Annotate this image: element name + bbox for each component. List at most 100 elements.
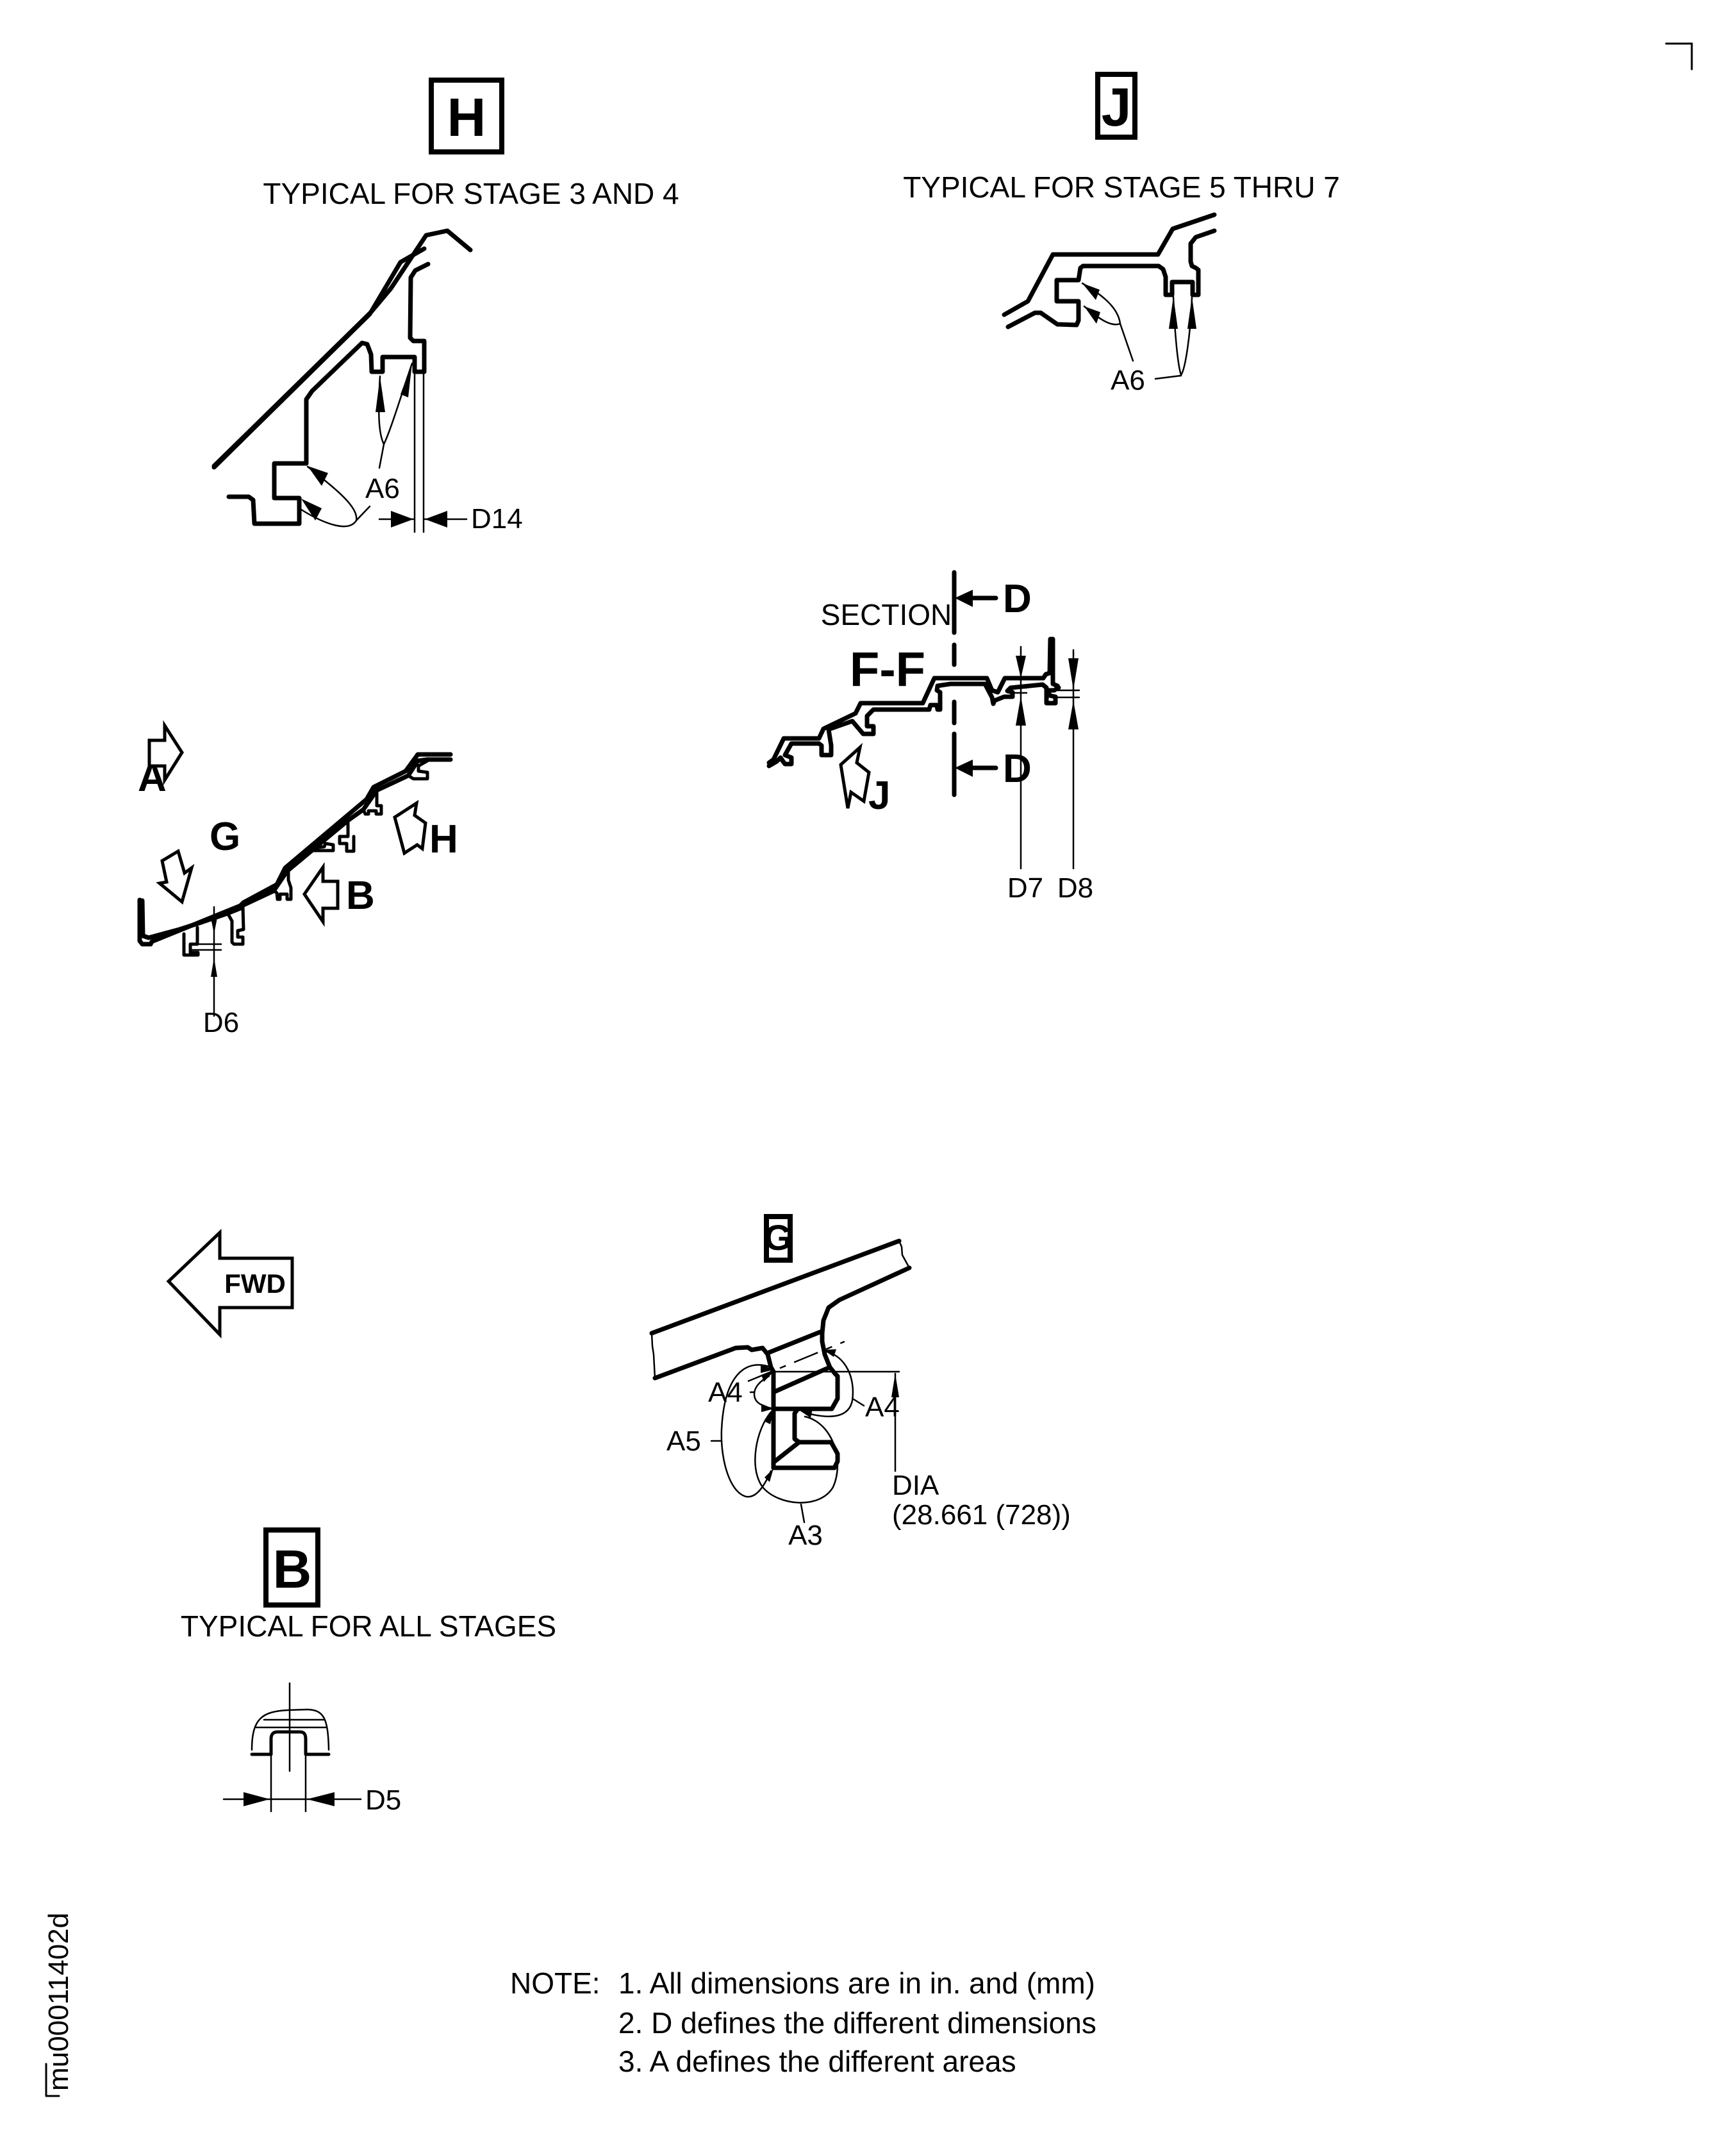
view-arrow-j: [839, 743, 871, 809]
dim-d7-arrow-bottom: [1016, 696, 1026, 726]
detail-h-inner-profile: [226, 262, 431, 526]
detail-g-box: [764, 1214, 793, 1263]
detail-b-caption: TYPICAL FOR ALL STAGES: [181, 1609, 556, 1643]
detail-g-dia-arrow: [891, 1374, 899, 1397]
section-left-outer-line: [137, 752, 453, 947]
detail-g-a4-right-tail: [852, 1398, 865, 1407]
detail-j-a6-leader-tail: [1154, 374, 1182, 380]
view-arrow-a: [147, 720, 184, 786]
section-left-hook-tip: [138, 898, 144, 902]
cut-arrow-bottom-head: [955, 760, 973, 777]
section-stage3-lug-a: [310, 842, 335, 852]
detail-j-caption: TYPICAL FOR STAGE 5 THRU 7: [903, 170, 1340, 204]
detail-g-letter: G: [764, 1217, 792, 1258]
detail-j-inner-profile: [1005, 228, 1217, 329]
detail-g-a4-right-arrow-1: [823, 1349, 836, 1357]
cut-label-top: D: [1003, 577, 1032, 621]
section-right-inner-line: [766, 681, 1061, 769]
detail-g-break-left: [650, 1332, 656, 1379]
detail-g-a4-left-arrow-2: [761, 1404, 773, 1412]
detail-h-dim-label: D14: [471, 503, 523, 535]
detail-g-a5-arrow-2: [765, 1468, 773, 1482]
detail-h-a6-arrow-1: [376, 377, 385, 412]
detail-g-a5-arrow-1: [761, 1364, 773, 1373]
detail-h-caption: TYPICAL FOR STAGE 3 AND 4: [263, 177, 679, 210]
detail-j-a6-arrow-3: [1169, 297, 1178, 329]
detail-b-seal-outline: [251, 1708, 330, 1751]
detail-j-a6-leader-left-tail: [1119, 322, 1134, 362]
detail-g-lower-tooth-chamfer: [772, 1440, 802, 1464]
detail-h: H TYPICAL FOR STAGE 3 AND 4: [211, 78, 679, 469]
fwd-arrow-outline: [166, 1229, 294, 1339]
notes-prefix: NOTE:: [510, 1967, 600, 2000]
detail-b-dim-arrow-left: [244, 1792, 270, 1806]
detail-g-break-right: [898, 1240, 911, 1269]
section-stage3-lug-b: [338, 819, 356, 853]
section-right-outer-line: [766, 636, 1061, 765]
section-stage1-lug-right: [227, 905, 245, 946]
detail-j-a6-arrow-4: [1187, 297, 1196, 329]
section-stage1-lug: [182, 926, 200, 957]
detail-b: B TYPICAL FOR ALL STAGES D5: [181, 1527, 556, 1816]
detail-j-a6-leader-right: [1172, 295, 1193, 377]
detail-g-casing-hook-right: [771, 1265, 912, 1411]
dim-d8-arrow-bottom: [1068, 701, 1079, 729]
dim-d8-arrow-top: [1068, 658, 1079, 690]
section-name: F-F: [850, 642, 925, 697]
detail-h-a6-leader-lower-tail: [355, 505, 371, 522]
view-arrow-j-label: J: [868, 774, 890, 818]
cut-arrow-top-head: [955, 590, 973, 607]
note-item-2: 2. D defines the different dimensions: [618, 2006, 1096, 2040]
detail-j-a6-arrow-1: [1082, 283, 1100, 300]
detail-g-a3-label: A3: [788, 1520, 823, 1551]
detail-g-a3-leader: [754, 1411, 839, 1504]
detail-g-a4-right-label: A4: [865, 1392, 900, 1423]
section-stage2-lug: [272, 870, 293, 901]
detail-b-blade-profile: [250, 1730, 331, 1756]
detail-h-letter: H: [447, 87, 486, 147]
detail-h-a6-leader-lower: [300, 465, 358, 528]
detail-h-a6-arrow-2: [401, 363, 412, 397]
detail-j-outer-skin: [1002, 212, 1217, 317]
detail-g-dia-value: (28.661 (728)): [892, 1499, 1071, 1531]
detail-h-a6-label: A6: [365, 473, 400, 504]
detail-h-a6-leader-upper-tail: [378, 443, 385, 469]
detail-h-a6-arrow-4: [301, 499, 322, 520]
dim-d7-label: D7: [1007, 872, 1043, 904]
view-arrow-g-label: G: [210, 815, 240, 859]
detail-j-a6-arrow-2: [1084, 306, 1100, 324]
view-arrow-b-label: B: [346, 874, 375, 918]
detail-j-box: [1095, 72, 1137, 140]
detail-g-a4-right-arrow-2: [799, 1409, 813, 1418]
view-arrow-g: [156, 849, 195, 905]
detail-b-dim-label: D5: [365, 1784, 401, 1816]
detail-g: G DIA (28.661 (728)) A4: [649, 1214, 1071, 1551]
detail-b-box: [263, 1527, 320, 1608]
dim-d7-arrow-top: [1016, 656, 1026, 678]
detail-h-a6-arrow-3: [308, 466, 328, 486]
dim-d6-arrow-bottom: [211, 958, 217, 977]
view-arrow-b: [302, 861, 340, 927]
section-title: SECTION: [821, 598, 952, 631]
detail-h-dim-arrow-right: [425, 511, 447, 528]
detail-j-a6-label: A6: [1111, 365, 1145, 396]
forward-arrow: FWD: [166, 1229, 294, 1339]
detail-j: J TYPICAL FOR STAGE 5 THRU 7 A6: [903, 72, 1340, 396]
document-id-bracket: [45, 2063, 60, 2097]
detail-g-lower-tooth: [771, 1406, 840, 1470]
view-arrow-h-label: H: [429, 817, 458, 861]
note-item-1: 1. All dimensions are in in. and (mm): [618, 1967, 1095, 2000]
detail-h-dim-arrow-left: [391, 511, 413, 528]
detail-h-geometry: D14 A6: [211, 246, 523, 535]
dim-d6-label: D6: [203, 1007, 239, 1038]
section-stage4-lug: [361, 788, 383, 816]
detail-b-dim-arrow-right: [307, 1792, 335, 1806]
dim-d6-arrow-top: [211, 918, 217, 934]
view-arrows: A G B H J: [138, 720, 890, 927]
corner-crop-mark: [1665, 42, 1693, 71]
detail-g-casing-top: [649, 1238, 902, 1336]
detail-j-letter: J: [1102, 77, 1132, 137]
notes: NOTE: 1. All dimensions are in in. and (…: [510, 1967, 1096, 2078]
document-id: mu00011402d: [43, 1913, 74, 2097]
